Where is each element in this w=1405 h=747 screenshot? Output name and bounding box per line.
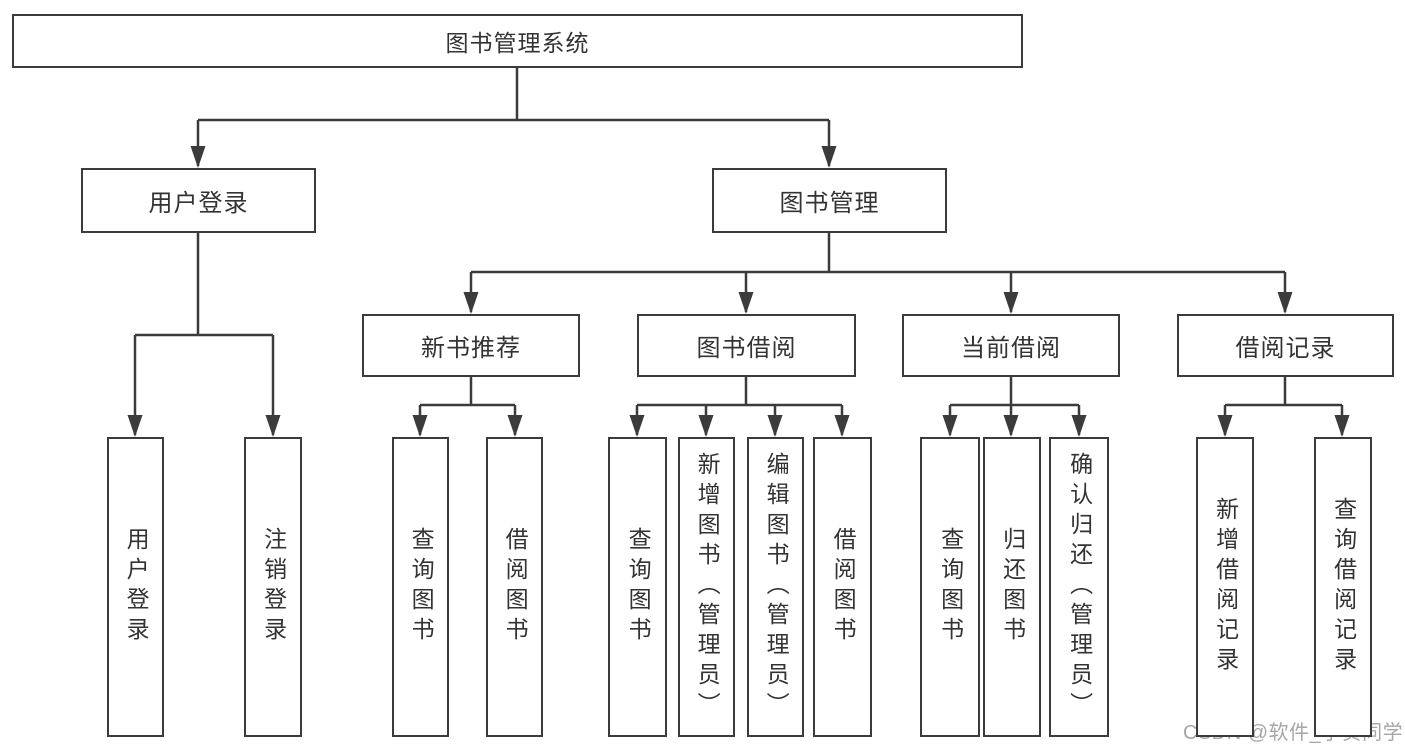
arrowhead-icon <box>1217 415 1233 437</box>
arrowhead-icon <box>942 415 958 437</box>
leaf-query-borrow-record: 查询借阅记录 <box>1314 437 1372 737</box>
arrowhead-icon <box>738 292 754 314</box>
leaf-query-books-current: 查询图书 <box>920 437 980 737</box>
arrowhead-icon <box>463 292 479 314</box>
arrowhead-icon <box>1003 292 1019 314</box>
node-book-borrowing: 图书借阅 <box>637 314 856 377</box>
leaf-logout: 注销登录 <box>244 437 302 737</box>
leaf-edit-books-admin-label: 编辑图书（管理员） <box>763 452 790 722</box>
arrowhead-icon <box>698 415 714 437</box>
node-book-borrowing-label: 图书借阅 <box>696 335 797 362</box>
leaf-add-books-admin: 新增图书（管理员） <box>678 437 735 737</box>
leaf-user-login-label: 用户登录 <box>123 527 150 647</box>
leaf-query-books-recommend: 查询图书 <box>392 437 449 737</box>
leaf-query-books-current-label: 查询图书 <box>937 527 964 647</box>
leaf-query-borrow-record-label: 查询借阅记录 <box>1330 497 1357 677</box>
leaf-borrow-books-recommend: 借阅图书 <box>486 437 543 737</box>
node-user-login-label: 用户登录 <box>148 190 249 217</box>
arrowhead-icon <box>767 415 783 437</box>
leaf-borrow-books-borrowing: 借阅图书 <box>813 437 872 737</box>
arrowhead-icon <box>834 415 850 437</box>
node-library-management-system-label: 图书管理系统 <box>445 30 590 56</box>
node-library-management-system: 图书管理系统 <box>12 14 1023 68</box>
leaf-confirm-return-admin-label: 确认归还（管理员） <box>1066 452 1093 722</box>
leaf-borrow-books-recommend-label: 借阅图书 <box>502 527 529 647</box>
node-current-borrowing: 当前借阅 <box>902 314 1120 377</box>
arrowhead-icon <box>1277 292 1293 314</box>
leaf-user-login: 用户登录 <box>107 437 164 737</box>
leaf-query-books-recommend-label: 查询图书 <box>408 527 435 647</box>
node-user-login: 用户登录 <box>81 168 316 233</box>
node-new-book-recommend: 新书推荐 <box>362 314 580 377</box>
arrowhead-icon <box>1071 415 1087 437</box>
leaf-query-books-borrowing-label: 查询图书 <box>625 527 652 647</box>
node-new-book-recommend-label: 新书推荐 <box>421 335 521 362</box>
arrowhead-icon <box>507 415 523 437</box>
arrowhead-icon <box>1003 415 1019 437</box>
leaf-add-borrow-record: 新增借阅记录 <box>1196 437 1254 737</box>
leaf-return-books: 归还图书 <box>983 437 1041 737</box>
leaf-edit-books-admin: 编辑图书（管理员） <box>747 437 804 737</box>
leaf-confirm-return-admin: 确认归还（管理员） <box>1049 437 1109 737</box>
node-current-borrowing-label: 当前借阅 <box>961 335 1061 362</box>
leaf-borrow-books-borrowing-label: 借阅图书 <box>830 527 857 647</box>
leaf-add-borrow-record-label: 新增借阅记录 <box>1212 497 1239 677</box>
arrowhead-icon <box>412 415 428 437</box>
node-book-management-label: 图书管理 <box>779 190 880 217</box>
leaf-return-books-label: 归还图书 <box>999 527 1026 647</box>
node-book-management: 图书管理 <box>712 168 947 233</box>
node-borrowing-records-label: 借阅记录 <box>1235 335 1336 362</box>
leaf-logout-label: 注销登录 <box>260 527 287 647</box>
arrowhead-icon <box>821 146 837 168</box>
arrowhead-icon <box>629 415 645 437</box>
arrowhead-icon <box>1334 415 1350 437</box>
arrowhead-icon <box>190 146 206 168</box>
arrowhead-icon <box>265 415 281 437</box>
leaf-add-books-admin-label: 新增图书（管理员） <box>694 452 721 722</box>
node-borrowing-records: 借阅记录 <box>1177 314 1394 377</box>
arrowhead-icon <box>127 415 143 437</box>
leaf-query-books-borrowing: 查询图书 <box>608 437 667 737</box>
